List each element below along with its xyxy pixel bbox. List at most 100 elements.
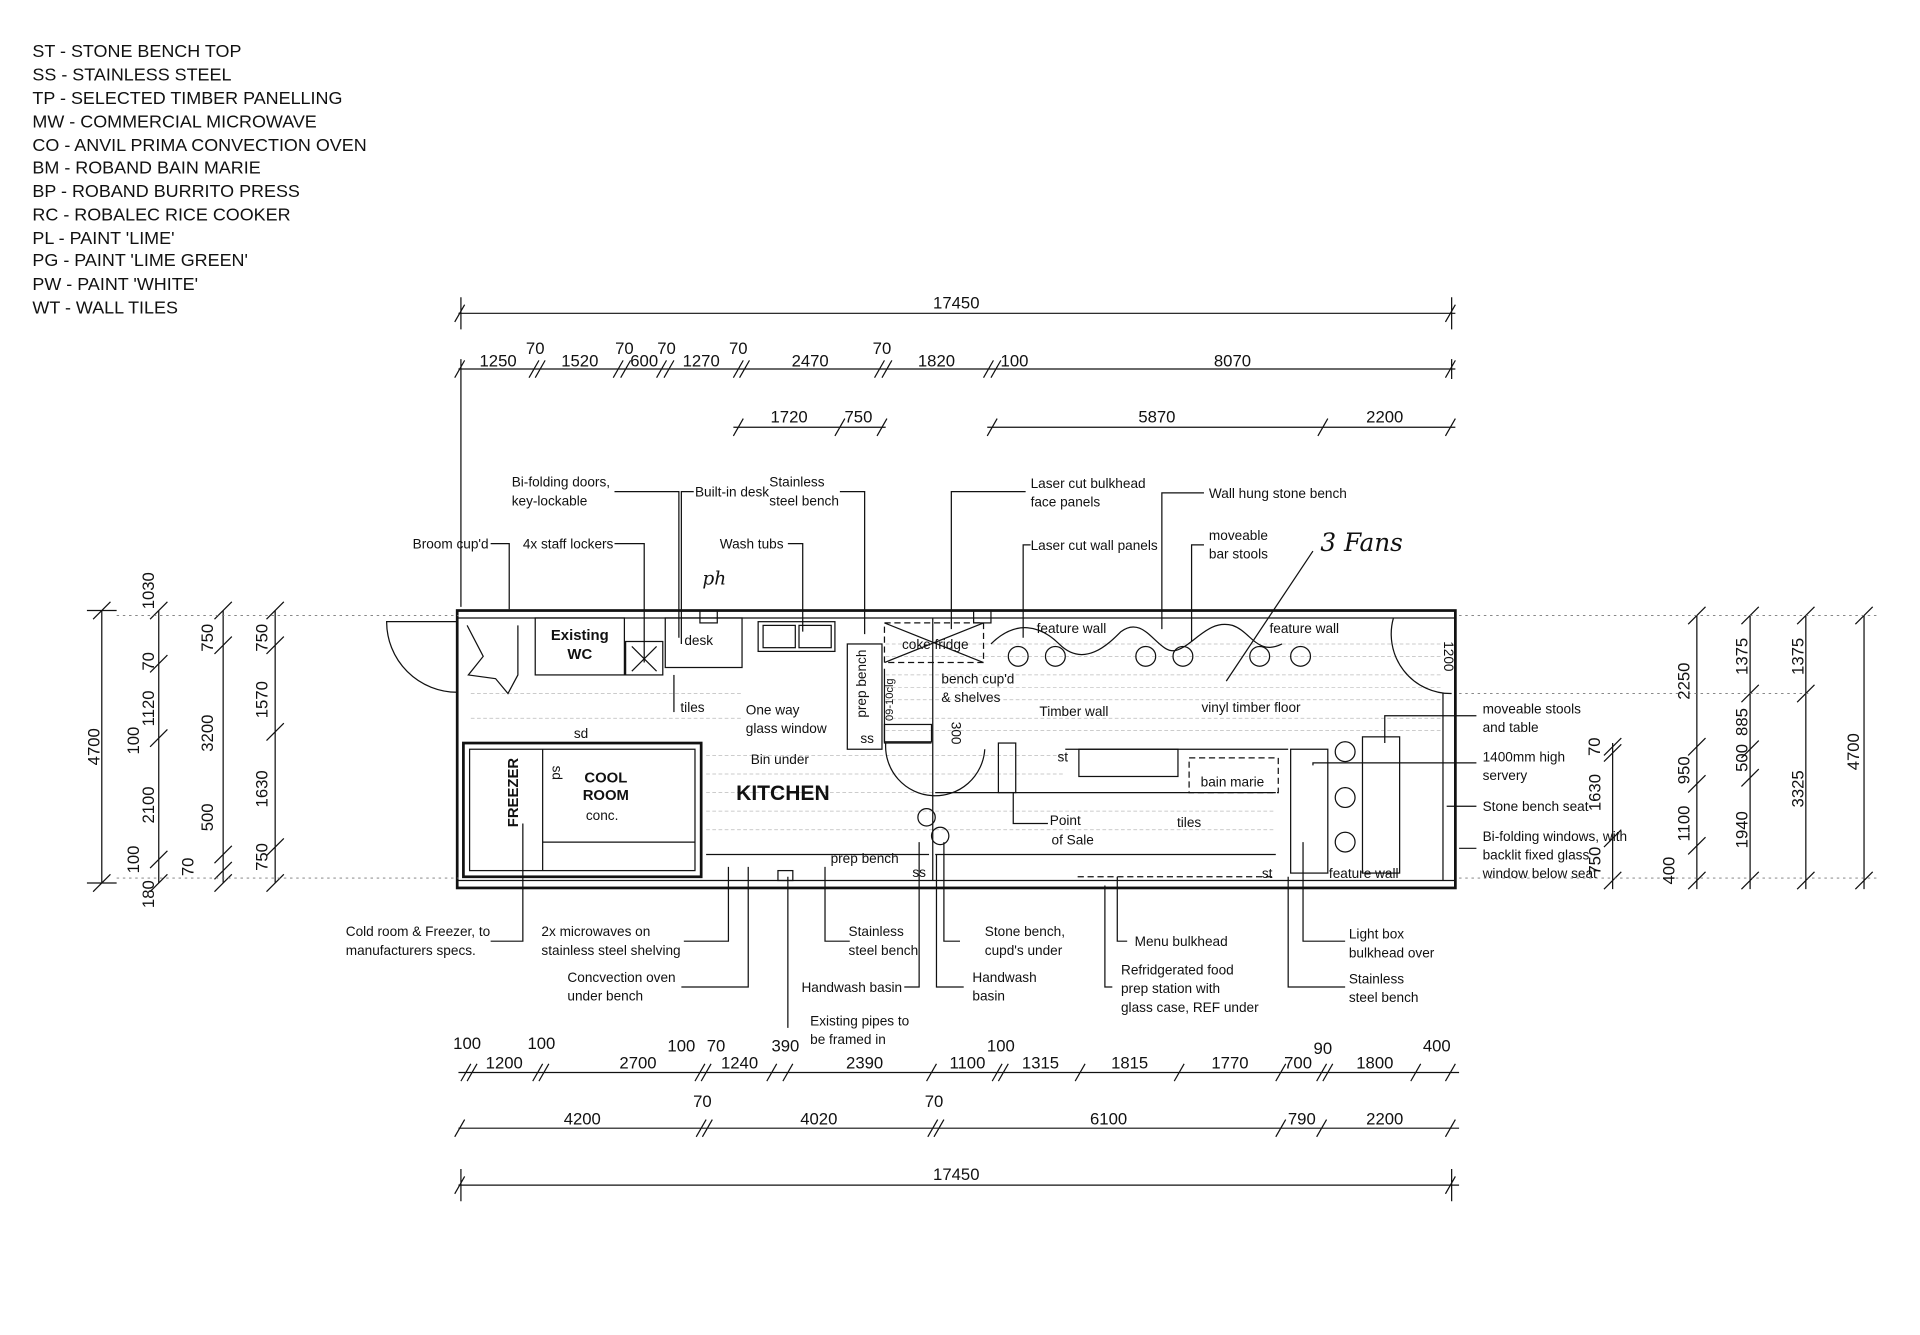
legend-item: BP - ROBAND BURRITO PRESS bbox=[32, 181, 299, 201]
dimension-label: 2200 bbox=[1366, 407, 1403, 426]
room-label: tiles bbox=[1177, 815, 1201, 830]
room-label: feature wall bbox=[1037, 621, 1107, 636]
annotation: steel bench bbox=[849, 943, 919, 958]
annotation: Cold room & Freezer, to bbox=[346, 924, 490, 939]
legend-item: PL - PAINT 'LIME' bbox=[32, 228, 174, 248]
room-label: feature wall bbox=[1269, 621, 1339, 636]
annotation: Existing pipes to bbox=[810, 1013, 909, 1028]
annotation: face panels bbox=[1031, 495, 1101, 510]
annotation: and table bbox=[1483, 720, 1539, 735]
room-label: COOL bbox=[584, 771, 627, 787]
dimension-label: 1030 bbox=[139, 572, 158, 609]
right-dimensions: 70 1630 750 2250 950 1100 400 1375 885 5… bbox=[1459, 606, 1877, 890]
annotation: bar stools bbox=[1209, 547, 1268, 562]
room-label: bain marie bbox=[1201, 774, 1265, 789]
dimension-label: 100 bbox=[453, 1034, 481, 1053]
room-labels: Existing WC desk FREEZER COOL ROOM conc.… bbox=[506, 621, 1456, 881]
annotation: servery bbox=[1483, 768, 1528, 783]
annotations: Bi-folding doors, key-lockable Built-in … bbox=[346, 475, 1627, 1047]
room-label: Bin under bbox=[751, 752, 810, 767]
annotation: key-lockable bbox=[512, 493, 588, 508]
annotation: Menu bulkhead bbox=[1135, 934, 1228, 949]
handwritten-note: 3 Fans bbox=[1320, 528, 1403, 557]
annotation: Handwash basin bbox=[801, 980, 902, 995]
dimension-label: 750 bbox=[845, 407, 873, 426]
dimension-label: 70 bbox=[693, 1092, 712, 1111]
dimension-label: 1270 bbox=[683, 352, 720, 371]
dimension-label: 1570 bbox=[253, 681, 272, 718]
annotation: Wall hung stone bench bbox=[1209, 486, 1347, 501]
annotation: backlit fixed glass bbox=[1483, 847, 1590, 862]
annotation: manufacturers specs. bbox=[346, 943, 476, 958]
annotation: Refridgerated food bbox=[1121, 963, 1234, 978]
legend-item: PW - PAINT 'WHITE' bbox=[32, 274, 198, 294]
annotation: basin bbox=[972, 989, 1005, 1004]
legend-item: TP - SELECTED TIMBER PANELLING bbox=[32, 88, 342, 108]
dimension-label: 1315 bbox=[1022, 1054, 1059, 1073]
dimension-label: 70 bbox=[873, 339, 892, 358]
dimension-label: 4200 bbox=[564, 1109, 601, 1128]
annotation: Laser cut bulkhead bbox=[1031, 476, 1146, 491]
dimension-label: 180 bbox=[139, 880, 158, 908]
annotation: glass case, REF under bbox=[1121, 1000, 1259, 1015]
dimension-label: 2100 bbox=[139, 786, 158, 823]
dimension-label: 1375 bbox=[1788, 638, 1807, 675]
dimension-label: 1630 bbox=[1585, 774, 1604, 811]
annotation: Stainless bbox=[1349, 971, 1404, 986]
room-label: One way bbox=[746, 703, 800, 718]
dimension-label: 100 bbox=[987, 1036, 1015, 1055]
room-label: vinyl timber floor bbox=[1201, 700, 1301, 715]
annotation: moveable stools bbox=[1483, 701, 1582, 716]
annotation: Wash tubs bbox=[720, 537, 784, 552]
room-label: bench cup'd bbox=[941, 672, 1014, 687]
dimension-label: 750 bbox=[198, 624, 217, 652]
dimension-label: 1820 bbox=[918, 352, 955, 371]
dimension-label: 1520 bbox=[561, 352, 598, 371]
dimension-label: 70 bbox=[925, 1092, 944, 1111]
dimension-label: 400 bbox=[1423, 1036, 1451, 1055]
dimension-label: 2250 bbox=[1674, 663, 1693, 700]
room-label: st bbox=[1262, 866, 1273, 881]
dimension-label: 1200 bbox=[486, 1054, 523, 1073]
room-label: coke fridge bbox=[902, 637, 969, 652]
annotation: Stone bench seat bbox=[1483, 799, 1589, 814]
dimension-label: 1720 bbox=[771, 407, 808, 426]
annotation: Light box bbox=[1349, 927, 1404, 942]
dimension-label: 17450 bbox=[933, 293, 979, 312]
dimension-label: 2470 bbox=[792, 352, 829, 371]
dimension-label: 1815 bbox=[1111, 1054, 1148, 1073]
room-label: st bbox=[1057, 750, 1068, 765]
annotation: 2x microwaves on bbox=[541, 924, 650, 939]
dimension-label: 2200 bbox=[1366, 1109, 1403, 1128]
dimension-label: 400 bbox=[1660, 857, 1679, 885]
building-plan bbox=[385, 609, 1457, 890]
room-label: Existing bbox=[551, 628, 609, 644]
dimension-label: 70 bbox=[615, 339, 634, 358]
dimension-label: 1120 bbox=[139, 690, 158, 726]
dimension-label: 700 bbox=[1284, 1054, 1312, 1073]
leader-lines bbox=[490, 491, 1477, 1028]
legend-item: BM - ROBAND BAIN MARIE bbox=[32, 157, 260, 177]
dimension-label: 70 bbox=[526, 339, 545, 358]
room-label: FREEZER bbox=[506, 758, 522, 828]
dimension-label: 1100 bbox=[949, 1054, 985, 1073]
annotation: Stone bench, bbox=[985, 924, 1065, 939]
room-label: 300 bbox=[948, 722, 963, 745]
dimension-label: 8070 bbox=[1214, 352, 1251, 371]
legend-item: MW - COMMERCIAL MICROWAVE bbox=[32, 112, 316, 132]
dimension-label: 2390 bbox=[846, 1054, 883, 1073]
annotation: Built-in desk bbox=[695, 485, 769, 500]
room-label: KITCHEN bbox=[736, 782, 830, 805]
annotation: stainless steel shelving bbox=[541, 943, 680, 958]
handwritten-note: ph bbox=[702, 569, 726, 590]
top-dimensions: 17450 1250 70 1520 70 600 70 1270 70 247… bbox=[454, 293, 1456, 607]
dimension-ticks bbox=[454, 297, 1456, 607]
dimension-label: 4020 bbox=[800, 1109, 837, 1128]
room-label: sd bbox=[574, 726, 588, 741]
dimension-label: 5870 bbox=[1138, 407, 1175, 426]
annotation: steel bench bbox=[1349, 990, 1419, 1005]
annotation: 1400mm high bbox=[1483, 750, 1565, 765]
annotation: Broom cup'd bbox=[413, 537, 489, 552]
dimension-label: 70 bbox=[1585, 737, 1604, 756]
